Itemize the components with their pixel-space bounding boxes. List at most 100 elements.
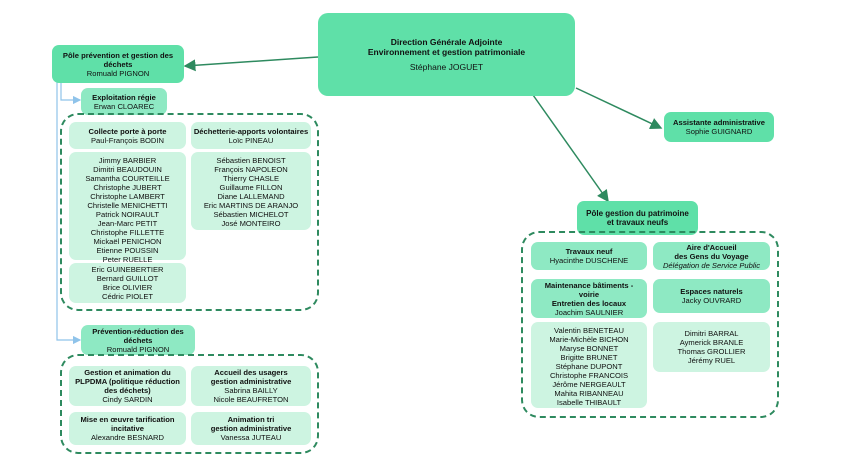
pole-dechets-title1: Pôle prévention et gestion des bbox=[62, 50, 174, 60]
espaces-member: Thomas GROLLIER bbox=[677, 347, 746, 356]
collecte-member: Bernard GUILLOT bbox=[96, 274, 159, 283]
gestion-animation-l2: PLPDMA (politique réduction bbox=[75, 377, 180, 386]
prevention-title1: Prévention-réduction des bbox=[92, 326, 184, 336]
espaces-person: Jacky OUVRARD bbox=[681, 296, 742, 305]
maintenance-member: Brigitte BRUNET bbox=[560, 353, 618, 362]
maintenance-box: Maintenance bâtiments - voirie Entretien… bbox=[531, 279, 647, 318]
collecte-member: Etienne POUSSIN bbox=[96, 246, 159, 255]
accueil-person: Nicole BEAUFRETON bbox=[213, 395, 289, 404]
exploitation-title: Exploitation régie bbox=[92, 92, 156, 102]
decheterie-member: Guillaume FILLON bbox=[219, 183, 283, 192]
pole-patrimoine-title1: Pôle gestion du patrimoine bbox=[586, 209, 689, 218]
exploitation-box: Exploitation régie Erwan CLOAREC bbox=[81, 88, 167, 115]
gestion-animation-l3: des déchets) bbox=[104, 386, 151, 395]
collecte-member: Brice OLIVIER bbox=[102, 283, 153, 292]
espaces-team: Dimitri BARRAL Aymerick BRANLE Thomas GR… bbox=[653, 322, 770, 372]
pole-dechets-box: Pôle prévention et gestion des déchets R… bbox=[52, 45, 184, 83]
maintenance-team: Valentin BENETEAU Marie-Michèle BICHON M… bbox=[531, 322, 647, 408]
direction-title: Direction Générale Adjointe bbox=[390, 37, 503, 47]
maintenance-member: Valentin BENETEAU bbox=[554, 326, 624, 335]
accueil-l1: Accueil des usagers bbox=[214, 368, 288, 377]
collecte-member: Christophe FILLETTE bbox=[90, 228, 165, 237]
espaces-title: Espaces naturels bbox=[680, 287, 743, 296]
decheterie-member: Sébastien BENOIST bbox=[216, 156, 286, 165]
prevention-box: Prévention-réduction des déchets Romuald… bbox=[81, 325, 195, 355]
espaces-member: Aymerick BRANLE bbox=[679, 338, 744, 347]
maintenance-member: Jérôme NERGEAULT bbox=[552, 380, 626, 389]
arrow-to-exploitation bbox=[56, 82, 82, 345]
prevention-person: Romuald PIGNON bbox=[106, 344, 170, 354]
decheterie-member: Eric MARTINS DE ARANJO bbox=[203, 201, 299, 210]
travaux-title: Travaux neuf bbox=[565, 247, 613, 256]
collecte-member: Christelle MENICHETTI bbox=[87, 201, 168, 210]
arrow-to-pole-dechets bbox=[183, 56, 319, 72]
patrimoine-group bbox=[521, 231, 779, 418]
prevention-group bbox=[60, 354, 319, 454]
pole-patrimoine-title2: et travaux neufs bbox=[606, 218, 669, 227]
gestion-animation-l1: Gestion et animation du bbox=[84, 368, 171, 377]
espaces-member: Dimitri BARRAL bbox=[684, 329, 739, 338]
arrow-to-exploitation-top bbox=[60, 82, 82, 105]
collecte-member: Samantha COURTEILLE bbox=[85, 174, 170, 183]
tarification-person: Alexandre BESNARD bbox=[90, 433, 165, 442]
exploitation-person: Erwan CLOAREC bbox=[93, 101, 155, 111]
prevention-title2: déchets bbox=[123, 335, 153, 345]
decheterie-title: Déchetterie-apports volontaires bbox=[193, 126, 309, 136]
collecte-member: Jimmy BARBIER bbox=[98, 156, 157, 165]
collecte-box: Collecte porte à porte Paul-François BOD… bbox=[69, 122, 186, 149]
espaces-member: Jérémy RUEL bbox=[687, 356, 736, 365]
collecte-team: Jimmy BARBIER Dimitri BEAUDOUIN Samantha… bbox=[69, 152, 186, 264]
maintenance-member: Maryse BONNET bbox=[559, 344, 619, 353]
arrow-to-assistant bbox=[575, 87, 663, 129]
collecte-member: Christophe LAMBERT bbox=[90, 192, 165, 201]
collecte-title: Collecte porte à porte bbox=[88, 126, 167, 136]
pole-dechets-title2: déchets bbox=[103, 59, 133, 69]
tarification-box: Mise en œuvre tarification incitative Al… bbox=[69, 412, 186, 445]
collecte-member: Mickaël PENICHON bbox=[93, 237, 162, 246]
assistant-title: Assistante administrative bbox=[672, 118, 765, 127]
tarification-l1: Mise en œuvre tarification bbox=[80, 415, 175, 424]
pole-dechets-person: Romuald PIGNON bbox=[86, 68, 150, 78]
maintenance-l2: voirie bbox=[578, 289, 600, 299]
assistant-person: Sophie GUIGNARD bbox=[685, 127, 753, 136]
collecte-member: Jean-Marc PETIT bbox=[97, 219, 158, 228]
decheterie-member: Sébastien MICHELOT bbox=[213, 210, 289, 219]
aire-l1: Aire d'Accueil bbox=[686, 242, 737, 252]
direction-subtitle: Environnement et gestion patrimoniale bbox=[367, 47, 526, 57]
direction-box: Direction Générale Adjointe Environnemen… bbox=[318, 13, 575, 96]
animation-tri-l2: gestion administrative bbox=[210, 424, 292, 433]
accueil-box: Accueil des usagers gestion administrati… bbox=[191, 366, 311, 406]
collecte-member: Christophe JUBERT bbox=[93, 183, 162, 192]
maintenance-member: Isabelle THIBAULT bbox=[556, 398, 622, 407]
collecte-member: Eric GUINEBERTIER bbox=[91, 265, 164, 274]
maintenance-member: Marie-Michèle BICHON bbox=[549, 335, 629, 344]
collecte-person: Paul-François BODIN bbox=[90, 135, 164, 145]
decheterie-member: José MONTEIRO bbox=[221, 219, 281, 228]
maintenance-member: Mahita RIBANNEAU bbox=[554, 389, 624, 398]
exploitation-group bbox=[60, 113, 319, 311]
travaux-box: Travaux neuf Hyacinthe DUSCHENE bbox=[531, 242, 647, 270]
decheterie-box: Déchetterie-apports volontaires Loïc PIN… bbox=[191, 122, 311, 149]
gestion-animation-box: Gestion et animation du PLPDMA (politiqu… bbox=[69, 366, 186, 406]
tarification-l2: incitative bbox=[111, 424, 144, 433]
espaces-box: Espaces naturels Jacky OUVRARD bbox=[653, 279, 770, 313]
aire-l3: Délégation de Service Public bbox=[662, 260, 761, 270]
collecte-member: Peter RUELLE bbox=[102, 255, 153, 264]
accueil-person: Sabrina BAILLY bbox=[224, 386, 278, 395]
maintenance-member: Christophe FRANCOIS bbox=[549, 371, 629, 380]
aire-accueil-box: Aire d'Accueil des Gens du Voyage Déléga… bbox=[653, 242, 770, 270]
aire-l2: des Gens du Voyage bbox=[674, 251, 749, 261]
accueil-l2: gestion administrative bbox=[210, 377, 292, 386]
assistant-box: Assistante administrative Sophie GUIGNAR… bbox=[664, 112, 774, 142]
arrow-to-pole-patrimoine bbox=[532, 94, 609, 203]
gestion-animation-person: Cindy SARDIN bbox=[102, 395, 153, 404]
decheterie-member: François NAPOLEON bbox=[214, 165, 288, 174]
maintenance-member: Stéphane DUPONT bbox=[555, 362, 623, 371]
collecte-member: Cédric PIOLET bbox=[101, 292, 154, 301]
collecte-team-2: Eric GUINEBERTIER Bernard GUILLOT Brice … bbox=[69, 263, 186, 303]
collecte-member: Patrick NOIRAULT bbox=[95, 210, 160, 219]
decheterie-member: Thierry CHASLE bbox=[222, 174, 280, 183]
decheterie-member: Diane LALLEMAND bbox=[217, 192, 285, 201]
maintenance-person: Joachim SAULNIER bbox=[554, 307, 624, 317]
